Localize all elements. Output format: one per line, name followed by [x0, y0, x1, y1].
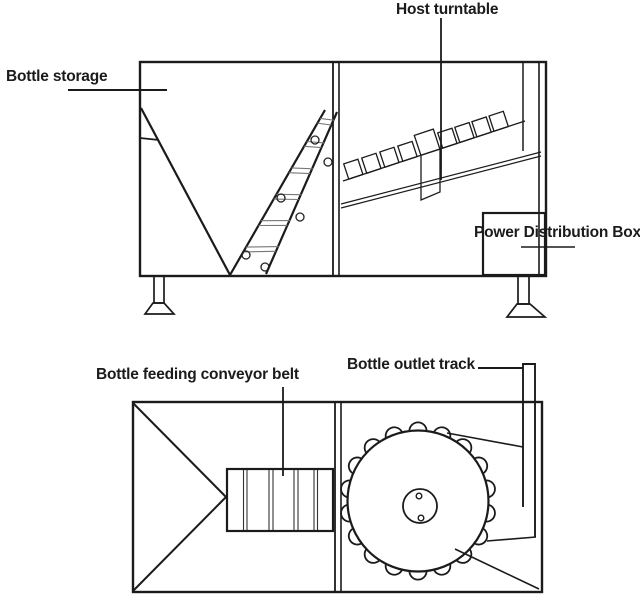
outlet-guide-corner [454, 548, 540, 590]
turntable-pocket [384, 563, 403, 576]
turntable-slot [488, 110, 510, 133]
label-bottle-feeding-conveyor-belt: Bottle feeding conveyor belt [96, 366, 299, 383]
turntable-slot [453, 121, 475, 144]
elevator-rung [288, 172, 311, 175]
feeding-conveyor-belt [225, 467, 335, 533]
turntable-slot [342, 158, 364, 180]
front-view [68, 18, 575, 318]
generated-details [241, 110, 510, 581]
turntable-pocket [340, 503, 351, 523]
front-left-leg-stem [153, 275, 165, 304]
plan-machine-outline [131, 400, 544, 594]
center-slot-extension [420, 149, 441, 201]
bottle-circle [260, 262, 270, 272]
elevator-lower-edge [229, 109, 326, 276]
turntable-slot [436, 127, 458, 149]
turntable-pocket [384, 426, 403, 439]
bottle-circle [295, 212, 305, 222]
front-right-leg-stem [517, 275, 530, 305]
bottle-circle [323, 157, 333, 167]
label-power-distribution-box: Power Distribution Box [474, 224, 640, 241]
turntable-rim [346, 429, 490, 573]
elevator-rung [304, 145, 322, 149]
turntable-slot [471, 116, 493, 138]
turntable-pocket [408, 421, 428, 432]
front-left-leg-foot [143, 302, 176, 315]
turntable-pocket [363, 438, 381, 454]
turntable-pocket [473, 527, 489, 546]
bottle-outlet-track [522, 363, 536, 537]
turntable-hub [402, 488, 438, 524]
hopper-left-diagonal [140, 107, 231, 276]
turntable-pocket [347, 527, 363, 546]
turntable-pocket [455, 438, 473, 454]
bottle-circle [310, 135, 320, 145]
elevator-rung [317, 122, 332, 126]
turntable-pocket [363, 548, 381, 564]
turntable-pocket [433, 426, 452, 439]
hub-hole-bottom [417, 514, 425, 522]
turntable-pocket [455, 548, 473, 564]
label-host-turntable: Host turntable [396, 1, 499, 18]
elevator-rung [320, 117, 335, 121]
elevator-rung [245, 246, 279, 248]
power-distribution-box [481, 211, 547, 277]
turntable-slot [360, 152, 382, 175]
hopper-step-tick [139, 137, 160, 141]
turntable-pocket [347, 456, 363, 475]
turntable-pocket [485, 503, 496, 523]
turntable-pocket [408, 570, 428, 581]
label-bottle-storage: Bottle storage [6, 68, 108, 85]
bottle-circle [241, 250, 251, 260]
turntable-pocket [485, 479, 496, 499]
turntable-pocket [340, 479, 351, 499]
turntable-slot [396, 140, 418, 163]
funnel-upper-diagonal [132, 402, 227, 498]
slot-row-rail-lower [340, 155, 542, 209]
turntable-pocket [433, 563, 452, 576]
outlet-guide-top [446, 432, 524, 448]
elevator-rung [291, 167, 313, 170]
elevator-rung [306, 140, 325, 144]
front-right-leg-foot [505, 303, 548, 318]
bottle-circle [276, 193, 286, 203]
plan-view [131, 363, 544, 594]
outlet-guide-bottom [486, 536, 537, 542]
hub-hole-top [415, 492, 423, 500]
label-bottle-outlet-track: Bottle outlet track [347, 356, 475, 373]
turntable-slot [413, 128, 441, 157]
funnel-lower-diagonal [132, 496, 227, 592]
turntable-slot [378, 146, 400, 169]
turntable-pocket [473, 456, 489, 475]
front-machine-outline [138, 60, 548, 278]
